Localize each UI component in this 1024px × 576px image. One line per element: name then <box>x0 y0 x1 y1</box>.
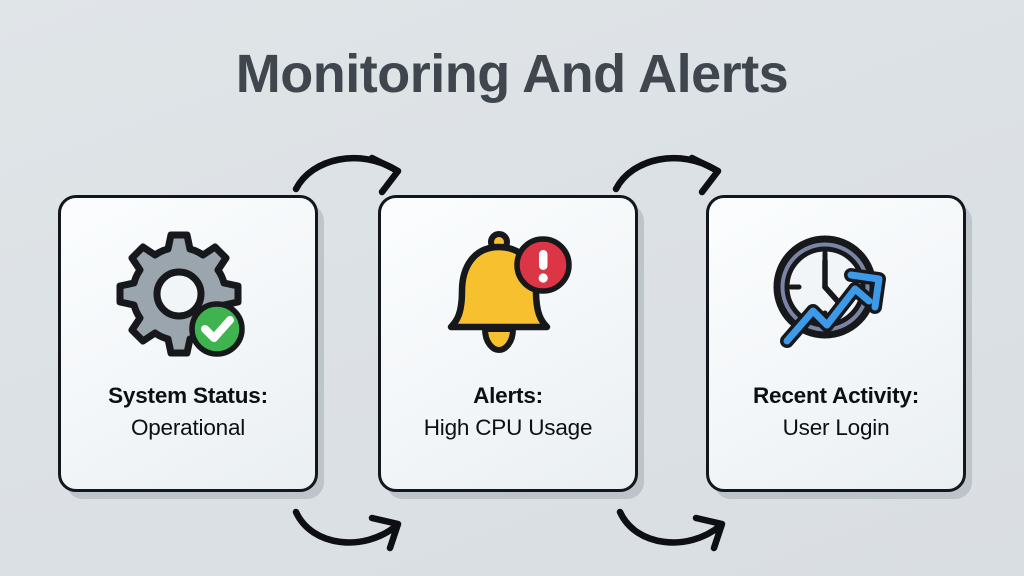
trend-arrow-icon <box>780 268 886 348</box>
card-text-system-status: System Status: Operational <box>71 380 305 444</box>
gear-check-icon <box>61 220 315 370</box>
alert-badge-icon <box>514 236 572 294</box>
check-badge-icon <box>189 301 245 357</box>
card-label: Recent Activity: <box>752 383 919 408</box>
card-value: Operational <box>130 414 246 440</box>
clock-trend-icon <box>709 220 963 370</box>
card-label: System Status: <box>108 383 268 408</box>
card-recent-activity[interactable]: Recent Activity: User Login <box>706 195 966 492</box>
bell-alert-icon <box>381 220 635 370</box>
card-text-recent-activity: Recent Activity: User Login <box>719 380 953 444</box>
arrow-card2-to-card3-return <box>616 508 726 552</box>
card-value: High CPU Usage <box>423 414 593 440</box>
arrow-card1-to-card2 <box>292 154 402 196</box>
card-text-alerts: Alerts: High CPU Usage <box>391 380 625 444</box>
card-label: Alerts: <box>473 383 543 408</box>
card-alerts[interactable]: Alerts: High CPU Usage <box>378 195 638 492</box>
card-value: User Login <box>782 414 890 440</box>
page-title: Monitoring And Alerts <box>235 44 789 104</box>
arrow-card2-to-card3 <box>612 154 722 196</box>
arrow-card1-to-card2-return <box>292 508 402 552</box>
card-system-status[interactable]: System Status: Operational <box>58 195 318 492</box>
